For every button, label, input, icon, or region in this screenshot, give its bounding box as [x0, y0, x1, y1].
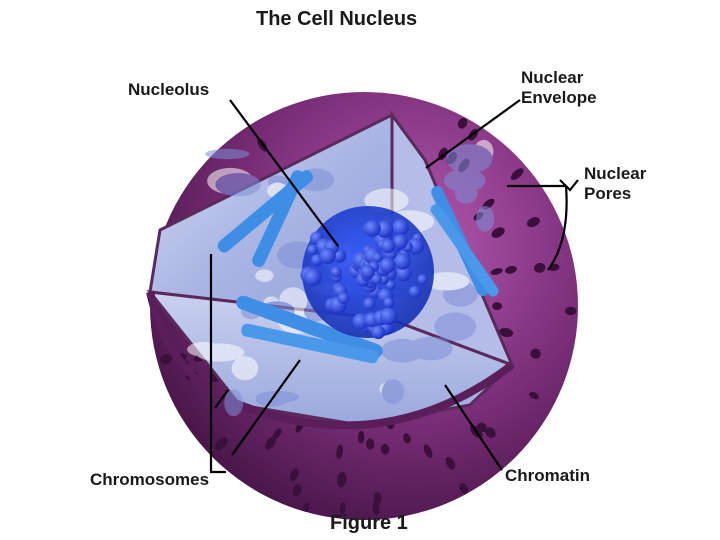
nucleolus-granule	[330, 266, 342, 278]
nuclear-pore	[457, 117, 468, 129]
nuclear-pore	[214, 437, 228, 451]
nucleolus-granule	[383, 297, 395, 309]
nuclear-pore	[499, 327, 514, 338]
nucleolus-granule	[337, 292, 350, 305]
nucleolus-granule	[392, 234, 408, 250]
nuclear-pore	[565, 306, 577, 316]
nucleolus-granule	[363, 297, 376, 310]
nuclear-pore	[302, 502, 310, 513]
nucleolus-granule	[394, 252, 411, 270]
leader-lines	[209, 99, 579, 474]
nuclear-pore	[159, 354, 173, 364]
nuclear-pore	[265, 436, 277, 450]
nuclear-pore	[292, 484, 302, 497]
nucleolus-granule	[361, 264, 375, 279]
chromatin-speck	[205, 148, 250, 160]
nucleolus-granule	[307, 244, 318, 256]
chromatin-speck	[224, 389, 244, 417]
chromatin-speck	[476, 205, 495, 232]
chromosome-lower	[236, 295, 383, 364]
nuclear-pore	[380, 443, 390, 455]
nucleolus-granule	[372, 252, 383, 263]
nuclear-pore	[336, 471, 347, 488]
nuclear-pore	[505, 266, 517, 274]
nucleolus-granule	[364, 220, 381, 237]
nuclear-pore	[403, 433, 411, 444]
label-nuclear-pores-line2: Pores	[584, 184, 632, 203]
nuclear-pore	[272, 428, 282, 440]
nucleolus-leader	[229, 99, 339, 247]
chromosomes-group	[217, 170, 499, 364]
nucleolus-granule	[303, 268, 322, 287]
nuclear-pore	[339, 502, 346, 515]
chromosomes-leader-lower	[231, 359, 301, 456]
nuclear-pores-leader-lower	[547, 185, 568, 271]
envelope-rim	[146, 291, 515, 430]
nuclear-pore	[492, 302, 503, 311]
chromatin-speck	[443, 168, 486, 193]
nuclear-pore	[491, 227, 505, 238]
chromatin-speck	[424, 272, 470, 291]
chromatin-speck	[434, 312, 477, 341]
nuclear-pore	[423, 444, 433, 458]
nuclear-pore	[289, 468, 299, 481]
nucleolus-granule	[417, 274, 428, 285]
nucleolus-granule	[408, 285, 421, 298]
label-chromatin: Chromatin	[505, 466, 590, 485]
nuclear-pore	[372, 500, 380, 516]
nuclear-pore	[336, 444, 344, 459]
label-nuclear-envelope-line2: Envelope	[521, 88, 597, 107]
chromatin-speck	[231, 356, 259, 381]
label-nucleolus: Nucleolus	[128, 80, 210, 99]
chromatin-speck	[446, 144, 493, 174]
nucleolus-granule	[319, 247, 336, 265]
nuclear-pore	[357, 430, 365, 444]
nuclear-pore	[510, 168, 524, 180]
chromosomes-leader	[209, 254, 226, 474]
label-chromosomes: Chromosomes	[90, 470, 210, 489]
label-nuclear-envelope-line1: Nuclear	[521, 68, 584, 87]
nucleolus-granule	[392, 219, 409, 236]
nuclear-pore	[490, 268, 503, 275]
chromatin-speck	[381, 338, 424, 363]
diagram-title: The Cell Nucleus	[256, 8, 418, 30]
figure-caption: Figure 1	[330, 512, 408, 534]
nuclear-pore	[526, 217, 540, 228]
chromatin-leader	[444, 384, 503, 471]
nucleolus-body	[300, 206, 434, 340]
nuclear-pore	[534, 262, 546, 273]
nucleolus-granule	[379, 257, 396, 274]
nucleolus-granule	[371, 325, 386, 340]
nuclear-envelope-leader	[425, 99, 521, 169]
chromosome-right	[430, 186, 499, 297]
chromosomes-leader-mid	[214, 389, 229, 409]
chromatin-speck	[187, 342, 221, 357]
chromatin-speck	[215, 173, 261, 197]
nucleolus-granule	[385, 280, 396, 291]
chromatin-speck	[255, 269, 274, 282]
nucleolus-granule	[379, 307, 398, 325]
nuclear-pore	[445, 456, 456, 470]
nucleolus-granule	[371, 274, 382, 285]
nuclear-pore	[366, 438, 375, 450]
nuclear-pore	[529, 391, 539, 400]
nuclear-pore	[459, 483, 469, 494]
nucleolus-granule	[381, 239, 396, 254]
nuclear-pore	[485, 427, 496, 438]
nuclear-pore	[530, 348, 541, 359]
label-nuclear-pores-line1: Nuclear	[584, 164, 647, 183]
chromatin-speck	[381, 379, 405, 405]
chromosome-upper-left	[217, 170, 314, 268]
nuclear-pores-arrowhead	[559, 179, 579, 192]
nucleolus-granule	[375, 220, 394, 238]
